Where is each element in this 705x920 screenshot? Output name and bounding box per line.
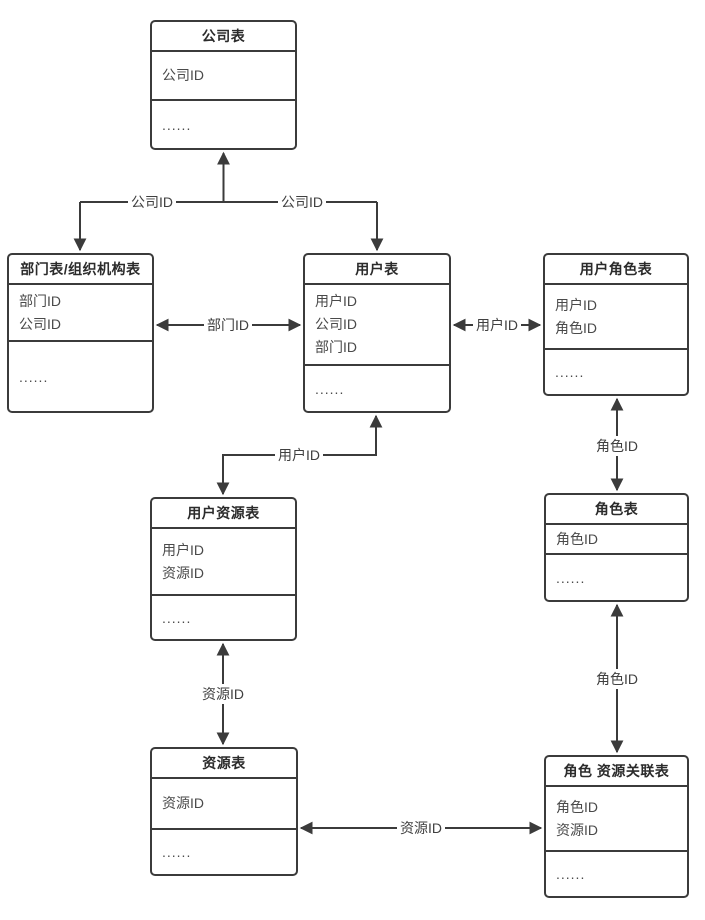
- field-resource-id: 资源ID: [162, 564, 204, 581]
- edge-label-role-roleresource: 角色ID: [593, 669, 641, 689]
- table-user-fields: 用户ID 公司ID 部门ID: [305, 285, 449, 366]
- field-role-id: 角色ID: [555, 319, 597, 336]
- field-company-id: 公司ID: [162, 67, 204, 83]
- field-company-id: 公司ID: [315, 316, 357, 332]
- table-resource: 资源表 资源ID ......: [150, 747, 298, 876]
- table-role-resource-title: 角色 资源关联表: [546, 757, 687, 787]
- table-user-resource-fields: 用户ID 资源ID: [152, 529, 295, 596]
- edge-label-userresource-resource: 资源ID: [199, 684, 247, 704]
- edge-label-company-department: 公司ID: [128, 192, 176, 212]
- field-user-id: 用户ID: [555, 296, 597, 313]
- table-role-resource-more: ......: [556, 866, 586, 882]
- table-department-title: 部门表/组织机构表: [9, 255, 152, 285]
- table-role-more: ......: [556, 569, 586, 586]
- table-user-title: 用户表: [305, 255, 449, 285]
- table-company-fields: 公司ID: [152, 52, 295, 101]
- edge-label-userrole-role: 角色ID: [593, 436, 641, 456]
- field-role-id: 角色ID: [556, 530, 598, 547]
- table-company: 公司表 公司ID ......: [150, 20, 297, 150]
- table-department-more: ......: [19, 368, 49, 385]
- table-department-fields: 部门ID 公司ID: [9, 285, 152, 342]
- edge-label-company-user: 公司ID: [278, 192, 326, 212]
- table-resource-title: 资源表: [152, 749, 296, 779]
- table-role: 角色表 角色ID ......: [544, 493, 689, 602]
- field-company-id: 公司ID: [19, 315, 61, 332]
- table-user: 用户表 用户ID 公司ID 部门ID ......: [303, 253, 451, 413]
- field-department-id: 部门ID: [315, 339, 357, 355]
- field-resource-id: 资源ID: [162, 795, 204, 811]
- table-user-more: ......: [315, 380, 345, 397]
- field-role-id: 角色ID: [556, 798, 598, 815]
- edge-label-user-userresource: 用户ID: [275, 445, 323, 465]
- table-role-resource-fields: 角色ID 资源ID: [546, 787, 687, 852]
- edge-label-user-userrole: 用户ID: [473, 315, 521, 335]
- table-role-title: 角色表: [546, 495, 687, 525]
- table-user-resource: 用户资源表 用户ID 资源ID ......: [150, 497, 297, 641]
- table-company-more: ......: [162, 116, 192, 133]
- table-user-role-more: ......: [555, 364, 585, 380]
- table-user-role: 用户角色表 用户ID 角色ID ......: [543, 253, 689, 396]
- table-role-fields: 角色ID: [546, 525, 687, 555]
- field-department-id: 部门ID: [19, 292, 61, 309]
- table-user-resource-title: 用户资源表: [152, 499, 295, 529]
- field-user-id: 用户ID: [315, 293, 357, 309]
- edge-label-resource-roleresource: 资源ID: [397, 818, 445, 838]
- edge-label-department-user: 部门ID: [204, 315, 252, 335]
- table-company-title: 公司表: [152, 22, 295, 52]
- table-user-resource-more: ......: [162, 609, 192, 626]
- table-resource-more: ......: [162, 844, 192, 860]
- table-user-role-fields: 用户ID 角色ID: [545, 285, 687, 350]
- table-user-role-title: 用户角色表: [545, 255, 687, 285]
- field-user-id: 用户ID: [162, 541, 204, 558]
- field-resource-id: 资源ID: [556, 821, 598, 838]
- table-department: 部门表/组织机构表 部门ID 公司ID ......: [7, 253, 154, 413]
- table-role-resource: 角色 资源关联表 角色ID 资源ID ......: [544, 755, 689, 898]
- table-resource-fields: 资源ID: [152, 779, 296, 830]
